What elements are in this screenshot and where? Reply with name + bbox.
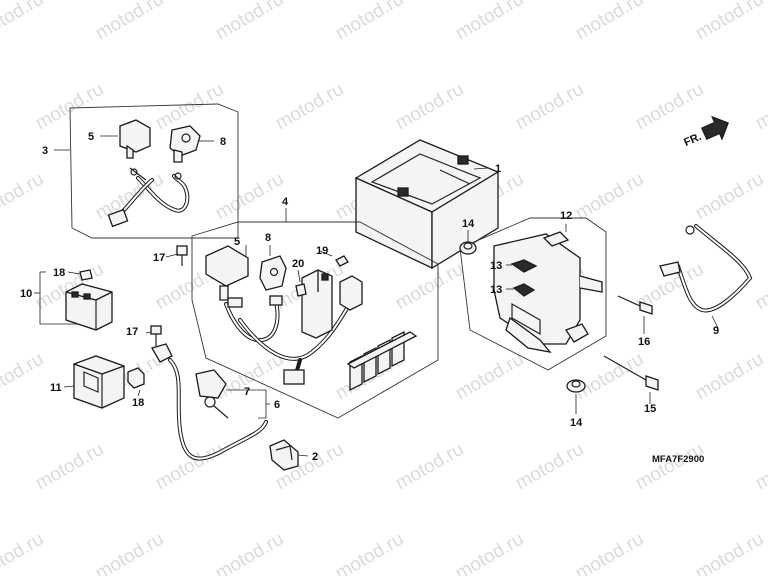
- starter-relay-10[interactable]: [65, 269, 113, 331]
- connector-block-4[interactable]: [301, 269, 363, 339]
- watermark-text: motod.ru: [212, 529, 287, 576]
- watermark-text: motod.ru: [692, 0, 767, 44]
- wire-harness-3: [107, 167, 190, 228]
- watermark-text: motod.ru: [152, 439, 227, 495]
- cap-5-center[interactable]: [205, 245, 249, 301]
- watermark-text: motod.ru: [572, 169, 647, 225]
- callout-12: 12: [560, 210, 572, 222]
- watermark-text: motod.ru: [572, 0, 647, 44]
- watermark-text: motod.ru: [332, 0, 407, 44]
- front-direction-arrow: FR.: [682, 115, 729, 149]
- watermark-text: motod.ru: [632, 439, 707, 495]
- callout-19: 19: [316, 245, 328, 257]
- watermark-text: motod.ru: [212, 0, 287, 44]
- cable-6: [151, 343, 268, 461]
- callout-11: 11: [50, 382, 62, 394]
- callout-8-top: 8: [220, 136, 226, 148]
- cap-8-top[interactable]: [169, 125, 201, 163]
- diagram-code: MFA7F2900: [652, 454, 704, 465]
- fuse-holders[interactable]: [346, 330, 418, 392]
- watermark-text: motod.ru: [452, 0, 527, 44]
- watermark-text: motod.ru: [0, 349, 47, 405]
- watermark-text: motod.ru: [572, 349, 647, 405]
- callout-2: 2: [312, 451, 318, 463]
- callout-13-lower: 13: [490, 284, 502, 296]
- watermark-text: motod.ru: [752, 439, 768, 495]
- watermark-text: motod.ru: [332, 529, 407, 576]
- clip-19[interactable]: [335, 255, 349, 267]
- callout-1: 1: [495, 163, 501, 175]
- watermark-text: motod.ru: [392, 439, 467, 495]
- relay-cover-11[interactable]: [73, 355, 125, 409]
- callout-5-center: 5: [234, 236, 240, 248]
- clip-20[interactable]: [295, 283, 307, 297]
- watermark-text: motod.ru: [32, 79, 107, 135]
- watermark-text: motod.ru: [452, 349, 527, 405]
- callout-10: 10: [20, 288, 32, 300]
- ground-cable-9: [659, 224, 753, 313]
- watermark-text: motod.ru: [752, 259, 768, 315]
- callout-15: 15: [644, 403, 656, 415]
- grommet-14-upper[interactable]: [459, 241, 477, 255]
- grommet-14-lower[interactable]: [566, 379, 586, 393]
- battery-holder-12[interactable]: [493, 231, 603, 353]
- callout-16: 16: [638, 336, 650, 348]
- watermark-text: motod.ru: [272, 79, 347, 135]
- watermark-text: motod.ru: [0, 0, 47, 44]
- callout-17-lower: 17: [126, 326, 138, 338]
- callout-4: 4: [282, 196, 289, 208]
- watermark-text: motod.ru: [0, 169, 47, 225]
- bolt-16[interactable]: [617, 295, 653, 315]
- watermark-text: motod.ru: [752, 79, 768, 135]
- watermark-text: motod.ru: [692, 349, 767, 405]
- callout-5-top: 5: [88, 131, 94, 143]
- bolt-17-center[interactable]: [176, 245, 188, 266]
- callouts: 1 2 3 4 5 5 6 7 8 8 9 10 11 12 13 13 14 …: [20, 131, 719, 463]
- watermark-text: motod.ru: [92, 529, 167, 576]
- group-4-box: [191, 221, 439, 419]
- watermark-text: motod.ru: [0, 529, 47, 576]
- watermark-text: motod.ru: [632, 79, 707, 135]
- bolt-17-lower[interactable]: [150, 325, 162, 346]
- clip-2[interactable]: [269, 439, 299, 471]
- watermark-text: motod.ru: [512, 439, 587, 495]
- group-12-box: [459, 217, 607, 371]
- callout-7: 7: [244, 386, 250, 398]
- bolt-15[interactable]: [603, 355, 659, 391]
- watermark-text: motod.ru: [452, 529, 527, 576]
- group-3-box: [69, 103, 239, 239]
- callout-14-upper: 14: [462, 218, 475, 230]
- callout-13-upper: 13: [490, 260, 502, 272]
- pad-13-lower[interactable]: [512, 283, 536, 297]
- watermark-text: motod.ru: [692, 529, 767, 576]
- callout-14-lower: 14: [570, 417, 583, 429]
- wire-harness-4: [224, 295, 354, 385]
- connector-18-lower[interactable]: [127, 367, 145, 389]
- callout-9: 9: [713, 325, 719, 337]
- callout-20: 20: [292, 258, 304, 270]
- cap-5-top[interactable]: [119, 119, 151, 159]
- callout-3: 3: [42, 145, 48, 157]
- watermark-text: motod.ru: [392, 79, 467, 135]
- direction-label: FR.: [682, 131, 703, 149]
- watermark-text: motod.ru: [212, 169, 287, 225]
- cap-8-center[interactable]: [259, 255, 287, 291]
- leader-lines: [34, 135, 719, 457]
- callout-17-center: 17: [153, 252, 165, 264]
- battery-1[interactable]: [354, 139, 500, 270]
- watermark-text: motod.ru: [32, 439, 107, 495]
- callout-8-center: 8: [265, 232, 271, 244]
- callout-18-upper: 18: [53, 267, 65, 279]
- terminal-boot-7[interactable]: [195, 369, 229, 419]
- watermark-text: motod.ru: [92, 0, 167, 44]
- callout-6: 6: [274, 399, 280, 411]
- callout-18-lower: 18: [132, 397, 144, 409]
- watermark-text: motod.ru: [512, 79, 587, 135]
- watermark-text: motod.ru: [572, 529, 647, 576]
- pad-13-upper[interactable]: [510, 259, 538, 273]
- watermark-text: motod.ru: [692, 169, 767, 225]
